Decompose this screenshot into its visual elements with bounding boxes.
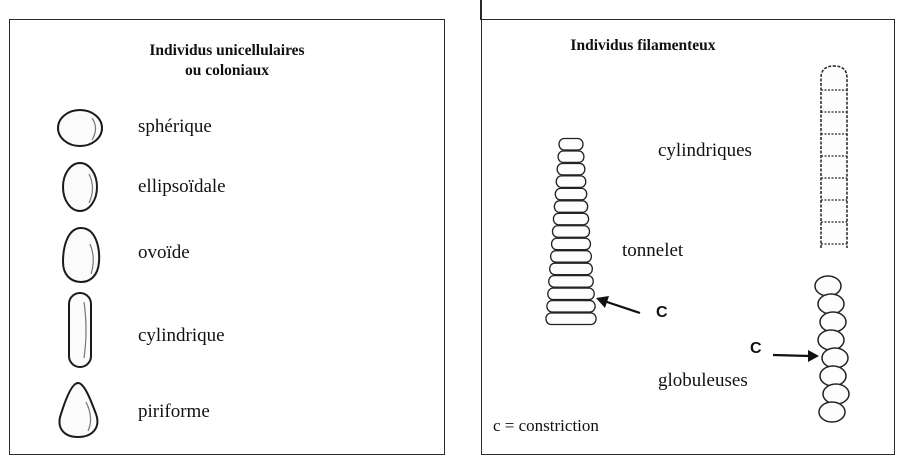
globular-cell: [815, 276, 841, 296]
barrel-cell: [552, 238, 591, 249]
globular-cell: [823, 384, 849, 404]
constriction-marker-barrel: C: [656, 304, 668, 322]
barrel-cell: [557, 163, 585, 174]
barrel-cell: [553, 213, 588, 224]
globular-cell: [820, 312, 846, 332]
barrel-cell: [549, 276, 594, 287]
barrel-cell: [558, 151, 584, 162]
barrel-cell: [554, 201, 587, 212]
constriction-marker-globular: C: [750, 340, 762, 358]
constriction-legend: c = constriction: [493, 416, 599, 436]
barrel-cell: [555, 188, 586, 199]
globular-cell: [820, 366, 846, 386]
barrel-cell: [559, 139, 583, 150]
barrel-cell: [550, 263, 593, 274]
cylindrical-filament-wall: [821, 66, 847, 248]
globular-cell: [818, 294, 844, 314]
barrel-cell: [551, 251, 592, 262]
barrel-cell: [552, 226, 589, 237]
barrel-cell: [546, 313, 596, 324]
barrel-filament-drawing: [546, 139, 596, 325]
barrel-cell: [547, 301, 595, 312]
barrel-cell: [548, 288, 594, 299]
cylindrical-filament-drawing: [821, 66, 847, 248]
label-globular-filament: globuleuses: [658, 370, 748, 392]
globular-cell: [822, 348, 848, 368]
label-barrel-filament: tonnelet: [622, 240, 683, 262]
constriction-arrow-globular: [773, 350, 819, 362]
barrel-cell: [556, 176, 586, 187]
globular-cell: [818, 330, 844, 350]
globular-filament-drawing: [815, 276, 849, 422]
label-cylindrical-filament: cylindriques: [658, 140, 752, 162]
globular-cell: [819, 402, 845, 422]
constriction-arrow-barrel: [596, 296, 640, 313]
